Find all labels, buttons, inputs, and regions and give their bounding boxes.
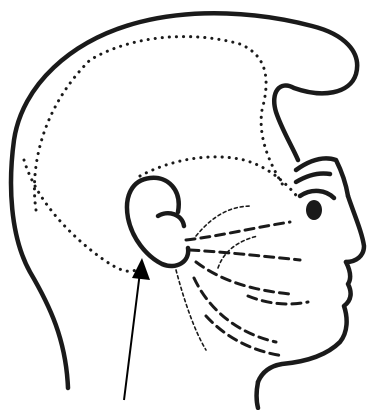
jaw-dashed-outline	[206, 316, 284, 356]
ear-inner-fold	[158, 213, 184, 226]
nerve-branch-upper	[186, 222, 290, 240]
mouth-chin-outline	[258, 262, 351, 382]
nose-outline	[346, 196, 364, 262]
neck-outline	[257, 382, 259, 408]
nerve-branch-mid	[190, 250, 300, 260]
ear-outline	[127, 178, 188, 266]
pointer-arrow-shaft	[124, 272, 140, 400]
mouth-dashed-line	[248, 296, 308, 304]
cheek-fine-line	[196, 206, 252, 236]
posterior-dotted-path	[24, 160, 136, 271]
nerve-branch-jaw	[194, 278, 276, 342]
hairline-dotted-path	[34, 37, 286, 210]
nerve-branch-lower	[196, 262, 290, 294]
eyebrow	[296, 173, 330, 182]
skull-outline	[11, 13, 357, 388]
neck-fine-line	[176, 270, 206, 350]
eye-upper-lid	[300, 191, 334, 198]
arrow-up-icon	[132, 258, 150, 280]
eye-pupil	[306, 200, 322, 220]
